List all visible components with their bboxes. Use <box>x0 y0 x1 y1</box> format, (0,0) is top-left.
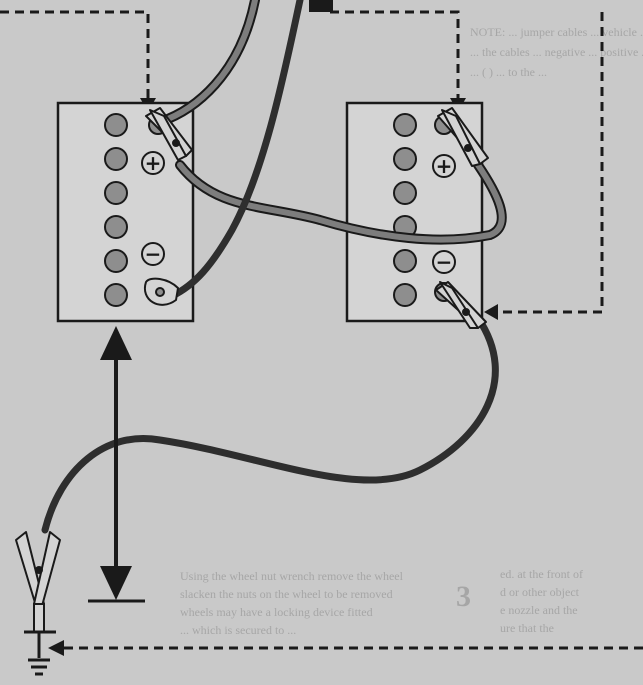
bg-text-top-1: NOTE: ... jumper cables ... vehicle ... … <box>470 25 643 39</box>
battery-right-cells <box>393 113 417 307</box>
battery-right-minus-badge <box>432 250 456 274</box>
dashed-leader-lines <box>0 10 643 650</box>
cell <box>393 113 417 137</box>
dashed-line-right-top <box>330 10 460 100</box>
cell <box>393 283 417 307</box>
top-connector-block <box>309 0 333 12</box>
battery-left-minus-badge <box>141 242 165 266</box>
clamp-left-negative <box>143 277 179 306</box>
clamp-pivot <box>35 566 43 574</box>
battery-left-cells <box>104 113 128 307</box>
bg-text-bl-4: ure that the <box>500 621 554 635</box>
battery-right-plus-badge <box>432 154 456 178</box>
cell <box>393 147 417 171</box>
clamp-ground <box>15 531 61 607</box>
bg-text-top-3: ... ( ) ... to the ... <box>470 65 547 79</box>
battery-right-minus-symbol: − <box>436 250 453 274</box>
bg-text-bl-1: ed. at the front of <box>500 567 583 581</box>
bg-step-number: 3 <box>456 580 471 613</box>
bg-text-top-2: ... the cables ... negative ... positive… <box>470 45 643 59</box>
positive-cable-fill <box>157 0 258 125</box>
ground-point <box>24 603 56 676</box>
bg-text-br-3: wheels may have a locking device fitted <box>180 605 373 619</box>
distance-indicator <box>88 326 145 603</box>
cell <box>104 283 128 307</box>
bg-text-br-1: Using the wheel nut wrench remove the wh… <box>180 569 404 583</box>
bg-text-bl-2: d or other object <box>500 585 580 599</box>
clamp-left-positive <box>145 107 193 161</box>
cell <box>104 249 128 273</box>
clamps <box>15 107 489 607</box>
distance-arrowhead-bottom <box>100 566 132 600</box>
cell <box>104 113 128 137</box>
negative-cable-lower <box>41 314 499 534</box>
background-text: NOTE: ... jumper cables ... vehicle ... … <box>180 25 643 637</box>
clamp-right-positive <box>437 107 489 167</box>
distance-arrowhead-top <box>100 326 132 360</box>
battery-left-minus-symbol: − <box>145 242 162 266</box>
bg-text-br-4: ... which is secured to ... <box>180 623 296 637</box>
clamp-eye-hole <box>155 287 165 297</box>
battery-left-plus-symbol: + <box>145 151 162 175</box>
cell <box>104 181 128 205</box>
battery-right-plus-symbol: + <box>436 154 453 178</box>
cell <box>104 147 128 171</box>
cell <box>393 249 417 273</box>
ground-stud <box>33 603 45 633</box>
clamp-pivot <box>464 144 472 152</box>
negative-jumper-cable <box>41 0 499 534</box>
dashed-line-right-side <box>498 12 604 314</box>
positive-jumper-cable <box>155 0 507 245</box>
dashed-line-left-top <box>0 10 150 100</box>
arrowhead-bottom <box>48 640 64 656</box>
negative-cable-upper <box>168 0 304 300</box>
positive-cable-bridge-fill <box>177 162 505 243</box>
clamp-jaw <box>439 281 479 329</box>
bg-text-bl-3: e nozzle and the <box>500 603 578 617</box>
cell <box>393 181 417 205</box>
battery-left-plus-badge <box>141 151 165 175</box>
clamp-pivot <box>172 139 180 147</box>
clamp-pivot <box>462 308 470 316</box>
bg-text-br-2: slacken the nuts on the wheel to be remo… <box>180 587 393 601</box>
cell <box>104 215 128 239</box>
clamp-right-negative <box>435 281 487 329</box>
arrowhead-right-side <box>484 304 498 320</box>
